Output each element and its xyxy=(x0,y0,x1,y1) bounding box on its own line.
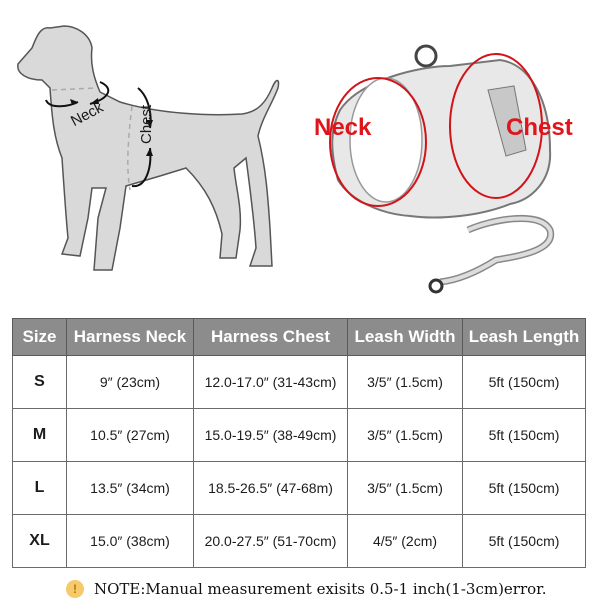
harness-chest-cell: 15.0-19.5″ (38-49cm) xyxy=(193,408,348,462)
dog-silhouette-icon xyxy=(17,25,280,271)
leash-width-cell: 3/5″ (1.5cm) xyxy=(347,461,463,515)
size-cell: M xyxy=(12,408,67,462)
leash-length-cell: 5ft (150cm) xyxy=(462,355,586,409)
leash-width-cell: 3/5″ (1.5cm) xyxy=(347,408,463,462)
header-harness-neck: Harness Neck xyxy=(66,318,194,356)
header-leash-length: Leash Length xyxy=(462,318,586,356)
leash-width-cell: 4/5″ (2cm) xyxy=(347,514,463,568)
harness-neck-cell: 9″ (23cm) xyxy=(66,355,194,409)
harness-neck-label: Neck xyxy=(314,114,372,141)
header-size: Size xyxy=(12,318,67,356)
table-row: L 13.5″ (34cm) 18.5-26.5″ (47-68m) 3/5″ … xyxy=(12,461,586,515)
size-chart-table: Size Harness Neck Harness Chest Leash Wi… xyxy=(12,318,586,568)
table-row: S 9″ (23cm) 12.0-17.0″ (31-43cm) 3/5″ (1… xyxy=(12,355,586,409)
table-header-row: Size Harness Neck Harness Chest Leash Wi… xyxy=(12,318,586,356)
table-row: XL 15.0″ (38cm) 20.0-27.5″ (51-70cm) 4/5… xyxy=(12,514,586,568)
size-cell: XL xyxy=(12,514,67,568)
harness-icon xyxy=(329,44,555,294)
harness-chest-cell: 12.0-17.0″ (31-43cm) xyxy=(193,355,348,409)
harness-neck-cell: 15.0″ (38cm) xyxy=(66,514,194,568)
dog-measurement-illustration: Neck Chest xyxy=(10,18,290,278)
harness-neck-cell: 13.5″ (34cm) xyxy=(66,461,194,515)
header-harness-chest: Harness Chest xyxy=(193,318,348,356)
leash-length-cell: 5ft (150cm) xyxy=(462,461,586,515)
harness-neck-cell: 10.5″ (27cm) xyxy=(66,408,194,462)
leash-length-cell: 5ft (150cm) xyxy=(462,408,586,462)
note-text: NOTE:Manual measurement exisits 0.5-1 in… xyxy=(94,580,547,598)
measurement-note: ! NOTE:Manual measurement exisits 0.5-1 … xyxy=(66,580,546,598)
size-cell: S xyxy=(12,355,67,409)
warning-icon: ! xyxy=(66,580,84,598)
harness-chest-cell: 20.0-27.5″ (51-70cm) xyxy=(193,514,348,568)
leash-width-cell: 3/5″ (1.5cm) xyxy=(347,355,463,409)
leash-length-cell: 5ft (150cm) xyxy=(462,514,586,568)
harness-product-illustration: Neck Chest xyxy=(300,30,600,310)
dog-chest-label: Chest xyxy=(138,104,155,144)
size-cell: L xyxy=(12,461,67,515)
table-row: M 10.5″ (27cm) 15.0-19.5″ (38-49cm) 3/5″… xyxy=(12,408,586,462)
harness-chest-cell: 18.5-26.5″ (47-68m) xyxy=(193,461,348,515)
header-leash-width: Leash Width xyxy=(347,318,463,356)
harness-chest-label: Chest xyxy=(506,114,573,141)
